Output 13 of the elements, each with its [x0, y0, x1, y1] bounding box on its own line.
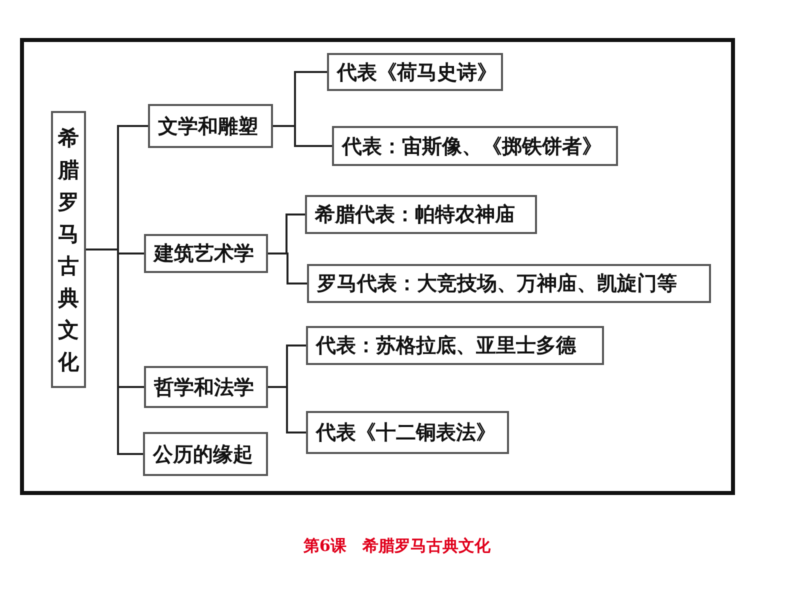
connector-line	[86, 248, 143, 455]
text-box: 文学和雕塑	[148, 104, 273, 148]
topic-box: 希腊罗马古典文化	[51, 111, 86, 388]
text-box: 代表《十二铜表法》	[306, 411, 509, 454]
text-box: 代表：苏格拉底、亚里士多德	[306, 326, 604, 365]
text-box: 希腊代表：帕特农神庙	[305, 195, 537, 234]
text-box: 哲学和法学	[144, 366, 268, 408]
text-box: 建筑艺术学	[144, 234, 268, 273]
text-box: 代表：宙斯像、《掷铁饼者》	[332, 126, 618, 166]
text-box: 罗马代表：大竞技场、万神庙、凯旋门等	[307, 264, 711, 303]
caption: 第6课 希腊罗马古典文化	[302, 536, 492, 557]
text-box: 代表《荷马史诗》	[327, 53, 503, 91]
text-box: 公历的缘起	[143, 432, 268, 476]
